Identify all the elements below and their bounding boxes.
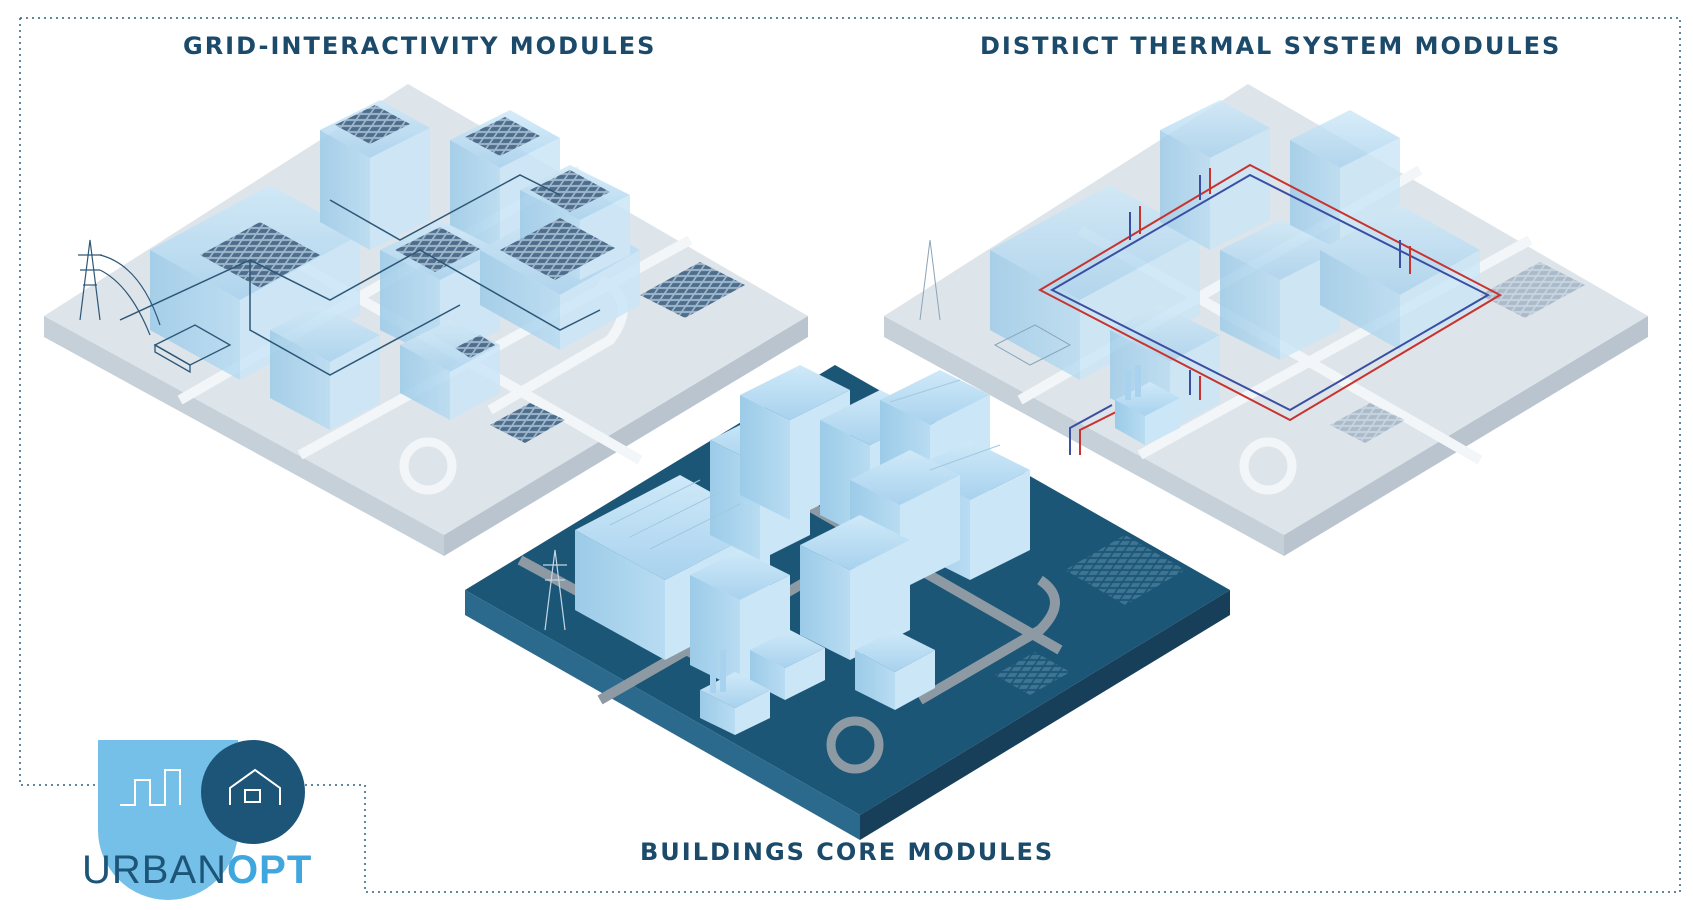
dotted-frame bbox=[19, 17, 1681, 893]
core-modules-title: BUILDINGS CORE MODULES bbox=[640, 838, 1055, 866]
grid-modules-title: GRID-INTERACTIVITY MODULES bbox=[183, 32, 657, 60]
logo-circle bbox=[201, 740, 305, 844]
power-tower-icon bbox=[78, 239, 161, 336]
thermal-modules-title: DISTRICT THERMAL SYSTEM MODULES bbox=[980, 32, 1562, 60]
logo-wordmark: URBANOPT bbox=[82, 848, 312, 893]
factory-icon bbox=[1115, 365, 1180, 445]
power-tower-icon bbox=[543, 549, 567, 631]
factory-icon bbox=[700, 650, 770, 735]
logo-word-urban: URBAN bbox=[82, 848, 228, 892]
grid-platform bbox=[44, 84, 808, 556]
logo-word-opt: OPT bbox=[227, 848, 313, 892]
urbanopt-logo bbox=[98, 740, 305, 900]
house-icon bbox=[120, 768, 281, 806]
core-platform bbox=[465, 365, 1230, 840]
thermal-platform bbox=[884, 84, 1648, 556]
